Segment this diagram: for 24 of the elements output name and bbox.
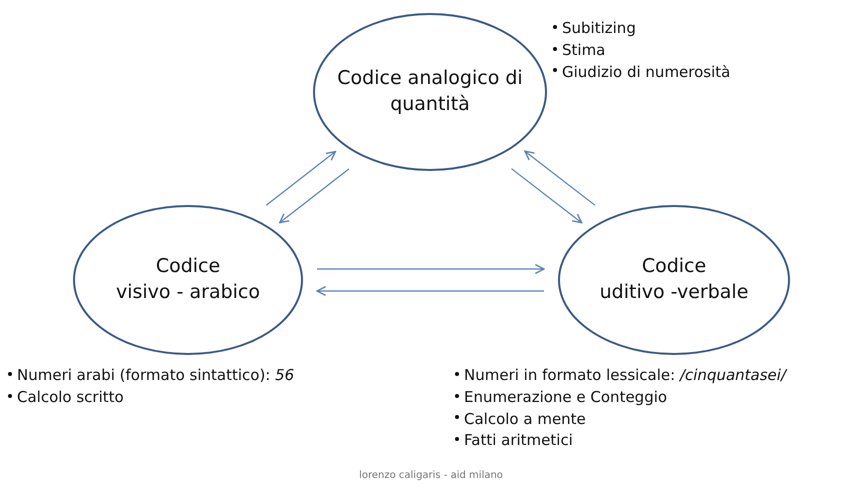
node-label: uditivo -verbale: [600, 280, 748, 305]
arrow: [279, 168, 350, 224]
bullet-text: Calcolo a mente: [464, 408, 586, 430]
arrow: [511, 168, 582, 224]
arrow: [317, 264, 545, 274]
bullet-text: Giudizio di numerosità: [562, 62, 730, 82]
bullet-text: Fatti aritmetici: [464, 430, 573, 452]
code-ellipse: [313, 13, 547, 171]
bullet-text: Stima: [562, 40, 606, 61]
node-label: Codice analogico di quantità: [336, 66, 524, 117]
bullet-text: Numeri in formato lessicale: /cinquantasei/: [464, 365, 786, 386]
arrow: [316, 286, 544, 296]
arrow: [266, 150, 336, 206]
bullet-text: Numeri arabi (formato sintattico): 56: [17, 365, 294, 386]
code-ellipse: [558, 205, 790, 355]
footer-credit: lorenzo caligaris - aid milano: [358, 470, 504, 481]
node-label: Codice: [642, 254, 706, 280]
bullet-text: Enumerazione e Conteggio: [464, 386, 668, 408]
arrow: [524, 150, 596, 206]
node-label: visivo - arabico: [116, 280, 260, 305]
code-ellipse: [73, 205, 303, 355]
node-label: Codice: [156, 254, 220, 280]
bullet-text: Calcolo scritto: [17, 386, 124, 408]
bullet-text: Subitizing: [562, 18, 636, 39]
